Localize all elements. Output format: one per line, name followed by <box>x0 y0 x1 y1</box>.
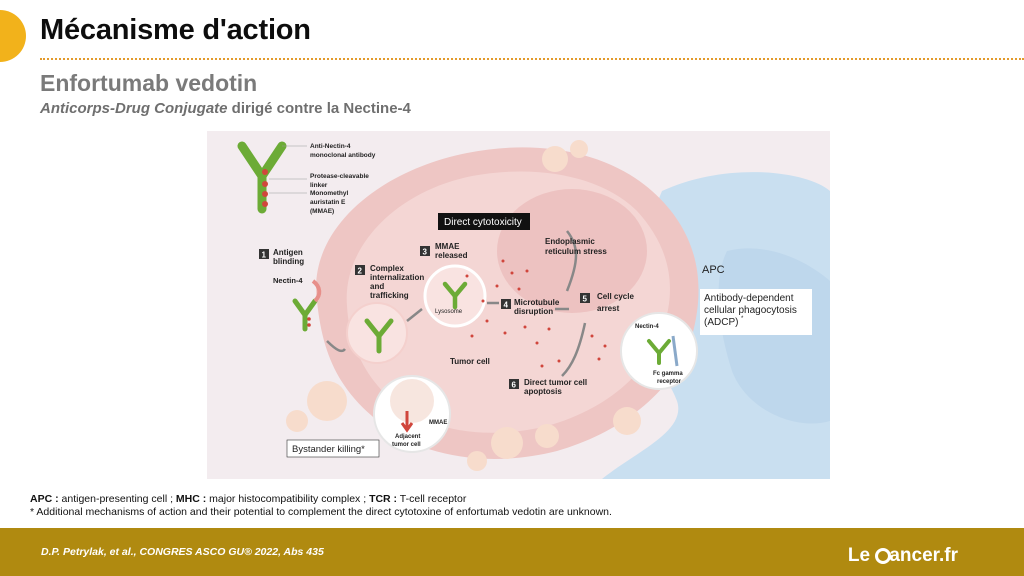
step-1-num: 1 <box>262 251 267 260</box>
mmae-dots <box>465 259 607 368</box>
bystander-cell <box>390 379 434 423</box>
step-3-num: 3 <box>423 248 428 257</box>
fc-receptor-label2: receptor <box>657 379 682 385</box>
apc-text: antigen-presenting cell ; <box>58 493 176 505</box>
lecancer-logo[interactable]: Le ancer.fr <box>848 545 958 567</box>
step-5-badge <box>580 293 590 303</box>
mechanism-diagram: Anti-Nectin-4 monoclonal antibody Protea… <box>207 131 830 479</box>
apc-label: APC <box>702 264 725 276</box>
er-label: Endoplasmic <box>545 237 595 246</box>
legend-mmae-label: Monomethyl <box>310 190 348 197</box>
legend-mmae-label2: auristatin E <box>310 199 346 206</box>
bystander-mmae-label: MMAE <box>429 420 447 426</box>
citation: D.P. Petrylak, et al., CONGRES ASCO GU® … <box>41 546 324 558</box>
lysosome-label: Lysosome <box>435 309 463 315</box>
step-6-num: 6 <box>512 381 517 390</box>
step-1-label: Antigen <box>273 248 303 257</box>
step-4-num: 4 <box>504 301 509 310</box>
vesicle <box>542 146 568 172</box>
step-2-label4: trafficking <box>370 291 409 300</box>
step-5-label2: arrest <box>597 304 620 313</box>
tumor-cell-label: Tumor cell <box>450 357 490 366</box>
step-4-label: Microtubule <box>514 298 560 307</box>
step-2-num: 2 <box>358 267 363 276</box>
vesicle <box>613 407 641 435</box>
adcp-box <box>700 289 812 335</box>
nectin4-label: Nectin-4 <box>273 276 303 285</box>
adcp-label: Antibody-dependent <box>704 293 794 304</box>
internalized-antibody-icon <box>364 318 394 354</box>
step-2-badge <box>355 265 365 275</box>
arrow <box>565 230 578 292</box>
step-2-label: Complex <box>370 264 404 273</box>
step-4-label2: disruption <box>514 307 553 316</box>
step-3-label: MMAE <box>435 242 460 251</box>
logo-c-icon <box>875 548 892 564</box>
direct-cytotoxicity-label: Direct cytotoxicity <box>444 217 522 228</box>
fc-receptor-label: Fc gamma <box>653 371 683 377</box>
logo-rest: ancer.fr <box>889 545 958 566</box>
legend-mmae-label3: (MMAE) <box>310 208 334 215</box>
arrow <box>406 308 423 322</box>
vesicle <box>570 140 588 158</box>
slide-title: Mécanisme d'action <box>40 14 311 46</box>
vesicle <box>535 424 559 448</box>
antibody-bound-icon <box>292 279 322 332</box>
arrow <box>326 340 346 353</box>
footnote-mechanisms: * Additional mechanisms of action and th… <box>30 506 612 518</box>
step-1-label2: blinding <box>273 257 304 266</box>
slide-subline: Anticorps-Drug Conjugate dirigé contre l… <box>40 100 411 117</box>
mechanism-figure: Anti-Nectin-4 monoclonal antibody Protea… <box>207 131 830 479</box>
step-1-badge <box>259 249 269 259</box>
step-6-label: Direct tumor cell <box>524 378 587 387</box>
step-2-label3: and <box>370 282 384 291</box>
vesicle <box>491 427 523 459</box>
mhc-text: major histocompatibility complex ; <box>206 493 370 505</box>
arrow <box>561 322 587 377</box>
adcp-footnote-mark: * <box>741 316 744 322</box>
step-5-num: 5 <box>583 295 588 304</box>
adcp-label2: cellular phagocytosis <box>704 305 797 316</box>
step-3-label2: released <box>435 251 468 260</box>
step-3-badge <box>420 246 430 256</box>
legend-linker-label: Protease-cleavable <box>310 173 369 180</box>
subline-rest: dirigé contre la Nectine-4 <box>231 100 411 117</box>
legend-antibody-icon <box>237 141 287 214</box>
bystander-label: Bystander killing* <box>292 444 365 455</box>
lysosome-antibody-icon <box>442 281 468 310</box>
step-5-label: Cell cycle <box>597 292 634 301</box>
legend-antibody-label: Anti-Nectin-4 <box>310 143 351 150</box>
adcp-nectin4-label: Nectin-4 <box>635 324 659 330</box>
bystander-box <box>286 439 380 458</box>
subline-italic: Anticorps-Drug Conjugate <box>40 100 228 117</box>
logo-le: Le <box>847 545 876 566</box>
corner-accent <box>0 10 26 62</box>
mhc-abbr: MHC : <box>175 493 207 505</box>
step-6-badge <box>509 379 519 389</box>
step-6-label2: apoptosis <box>524 387 562 396</box>
adcp-antibody-icon <box>647 335 679 367</box>
direct-cytotoxicity-box <box>438 213 530 230</box>
step-2-label2: internalization <box>370 273 424 282</box>
vesicle <box>307 381 347 421</box>
adjacent-label2: tumor cell <box>392 442 421 448</box>
footer-bar: D.P. Petrylak, et al., CONGRES ASCO GU® … <box>0 528 1024 576</box>
tcr-text: T-cell receptor <box>397 493 467 505</box>
apc-abbr: APC : <box>30 493 59 505</box>
nucleus <box>497 189 647 313</box>
footnote-abbreviations: APC : antigen-presenting cell ; MHC : ma… <box>30 493 466 505</box>
vesicle <box>467 451 487 471</box>
vesicle <box>286 410 308 432</box>
step-4-badge <box>501 299 511 309</box>
bystander-arrow-icon <box>400 411 414 433</box>
adcp-label3: (ADCP) <box>704 317 738 328</box>
legend-antibody-label2: monoclonal antibody <box>310 152 376 159</box>
tcr-abbr: TCR : <box>369 493 398 505</box>
legend-linker-label2: linker <box>310 182 328 189</box>
er-label2: reticulum stress <box>545 247 607 256</box>
slide-subtitle: Enfortumab vedotin <box>40 70 258 96</box>
adjacent-label: Adjacent <box>395 434 420 440</box>
title-divider <box>40 58 1024 60</box>
